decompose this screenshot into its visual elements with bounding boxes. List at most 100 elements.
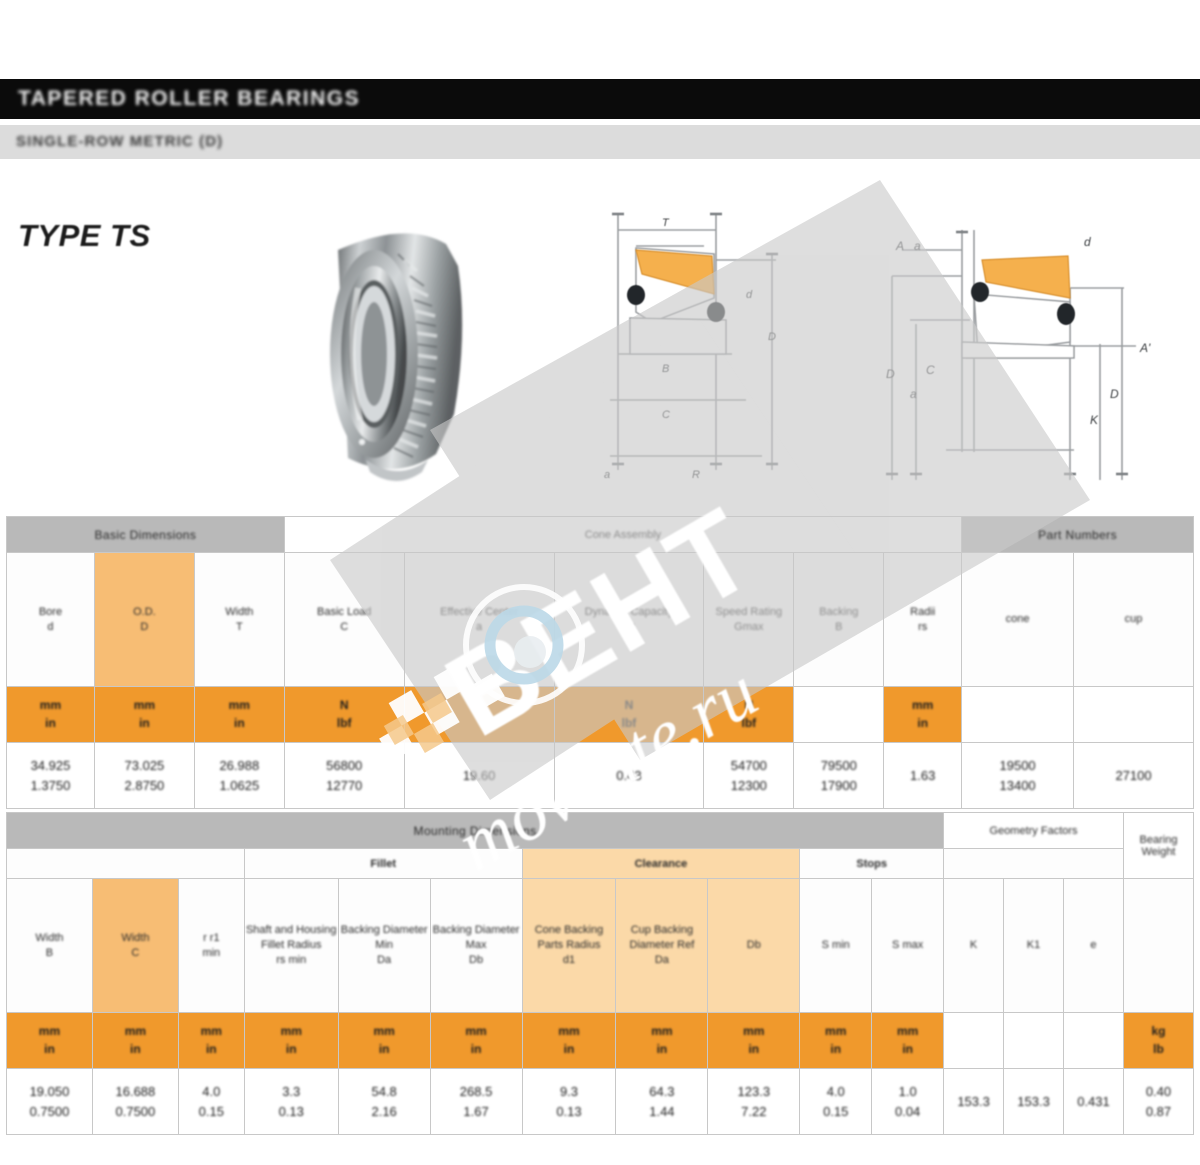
cross-section-diagram-2: A a A' d D a C D K <box>874 202 1200 490</box>
cross-section-diagram-1: T D d B C a R <box>596 202 886 490</box>
cell-stop-a: 4.0 0.15 <box>799 1068 873 1135</box>
col-header-radius-r: r r1 min <box>177 878 245 1013</box>
col-header-stop-a: S min <box>799 878 873 1013</box>
svg-text:K: K <box>1090 413 1099 427</box>
unit-backing-diam-a: mm in <box>337 1012 431 1069</box>
col-header-cup-part: cup <box>1073 552 1194 687</box>
unit-shaft-fillet: mm in <box>243 1012 339 1069</box>
svg-text:a: a <box>604 469 610 481</box>
cell-width-b: 19.050 0.7500 <box>6 1068 93 1135</box>
group-cone-assembly: Cone Assembly <box>283 516 963 553</box>
cell-bearing-weight: 0.40 0.87 <box>1122 1068 1195 1135</box>
table-mounting-subgroup-row: Fillet Clearance Stops <box>6 848 1194 879</box>
cell-backing: 1.63 <box>883 742 963 809</box>
svg-text:D: D <box>768 331 776 343</box>
svg-text:A: A <box>895 239 904 253</box>
col-header-backing-diam-a: Backing Diameter Min Da <box>337 878 431 1013</box>
group-mounting-dimensions: Mounting Dimensions <box>5 812 945 849</box>
unit-radius: mm in <box>883 686 963 743</box>
table-basic-group-row: Basic Dimensions Cone Assembly Part Numb… <box>6 516 1194 553</box>
cell-geom-e: 0.431 <box>1063 1068 1124 1135</box>
group-basic-dimensions: Basic Dimensions <box>6 516 285 553</box>
col-header-geom-e: e <box>1063 878 1124 1013</box>
unit-geom-e <box>1063 1012 1124 1069</box>
group-bearing-weight: Bearing Weight <box>1122 812 1195 879</box>
table-mounting-header-row: Width B Width C r r1 min Shaft and Housi… <box>6 878 1195 1013</box>
cell-clear-cup-a: 64.3 1.44 <box>615 1068 709 1135</box>
svg-text:A': A' <box>1139 341 1151 355</box>
subgroup-blank-right <box>943 848 1124 879</box>
cell-effective-center: 19.60 <box>403 742 555 809</box>
cell-outside-diameter: 73.025 2.8750 <box>93 742 195 809</box>
cell-geom-k1: 153.3 <box>1003 1068 1065 1135</box>
subgroup-fillet: Fillet <box>243 848 523 879</box>
table-mounting-group-row: Mounting Dimensions Geometry Factors Bea… <box>5 812 1195 879</box>
cell-backing-diam-a: 54.8 2.16 <box>337 1068 431 1135</box>
col-header-effective-center: Effective Center a <box>403 552 555 687</box>
basic-dimensions-table: Basic Dimensions Cone Assembly Part Numb… <box>6 516 1194 809</box>
subgroup-clearance: Clearance <box>521 848 801 879</box>
subheader-bar-edge <box>1164 125 1200 159</box>
unit-stop-a: mm in <box>799 1012 873 1069</box>
svg-text:d: d <box>1084 235 1091 249</box>
unit-width: mm in <box>193 686 285 743</box>
col-header-clear-cup-b: Db <box>707 878 801 1013</box>
unit-clear-cup-a: mm in <box>615 1012 709 1069</box>
col-header-width: Width T <box>193 552 285 687</box>
page-subtitle: SINGLE-ROW METRIC (D) <box>16 133 224 150</box>
col-header-shaft-fillet: Shaft and Housing Fillet Radius rs min <box>243 878 339 1013</box>
page-header-bar: TAPERED ROLLER BEARINGS <box>0 79 1200 119</box>
header-bar-edge <box>1164 79 1200 119</box>
cell-radius-r: 4.0 0.15 <box>177 1068 245 1135</box>
col-header-geom-k1: K1 <box>1003 878 1065 1013</box>
unit-outside-diameter: mm in <box>93 686 195 743</box>
col-header-speed-rating: Speed Rating Gmax <box>703 552 795 687</box>
cell-dynamic-capacity: 54700 12300 <box>703 742 795 809</box>
table-row: 34.925 1.3750 73.025 2.8750 26.988 1.062… <box>6 742 1194 809</box>
unit-bearing-weight: kg lb <box>1122 1012 1195 1069</box>
unit-bore: mm in <box>6 686 95 743</box>
cell-factor-e: 0.43 <box>553 742 705 809</box>
cell-bore: 34.925 1.3750 <box>6 742 95 809</box>
unit-dynamic-capacity: N lbf <box>553 686 705 743</box>
unit-cup-part <box>1073 686 1194 743</box>
svg-text:R: R <box>692 469 700 481</box>
cell-width-c: 16.688 0.7500 <box>91 1068 179 1135</box>
cell-clear-cone: 9.3 0.13 <box>521 1068 617 1135</box>
svg-text:C: C <box>926 363 935 377</box>
unit-stop-b: mm in <box>871 1012 945 1069</box>
unit-geom-k <box>943 1012 1005 1069</box>
unit-geom-k1 <box>1003 1012 1065 1069</box>
svg-text:a: a <box>914 239 921 253</box>
cell-shaft-fillet: 3.3 0.13 <box>243 1068 339 1135</box>
col-header-backing: Backing B <box>793 552 885 687</box>
unit-clear-cup-b: mm in <box>707 1012 801 1069</box>
col-header-bore: Bore d <box>6 552 95 687</box>
subgroup-stops: Stops <box>799 848 945 879</box>
subgroup-blank-left <box>6 848 245 879</box>
unit-cone-part <box>961 686 1075 743</box>
unit-backing <box>793 686 885 743</box>
unit-speed-rating: N lbf <box>703 686 795 743</box>
cell-basic-load: 56800 12770 <box>283 742 405 809</box>
cell-stop-b: 1.0 0.04 <box>871 1068 945 1135</box>
col-header-stop-b: S max <box>871 878 945 1013</box>
svg-text:a: a <box>910 387 917 401</box>
unit-backing-diam-b: mm in <box>429 1012 523 1069</box>
col-header-width-c: Width C <box>91 878 179 1013</box>
table-row: 19.050 0.7500 16.688 0.7500 4.0 0.15 3.3… <box>6 1068 1195 1135</box>
cell-backing-diam-b: 268.5 1.67 <box>429 1068 523 1135</box>
bearing-type-label: TYPE TS <box>18 218 151 253</box>
unit-width-c: mm in <box>91 1012 179 1069</box>
cell-width: 26.988 1.0625 <box>193 742 285 809</box>
svg-text:d: d <box>746 289 753 301</box>
svg-text:D: D <box>886 367 895 381</box>
tapered-roller-bearing-photo <box>286 214 486 486</box>
table-basic-unit-row: mm in mm in mm in N lbf <box>6 686 1194 743</box>
unit-radius-r: mm in <box>177 1012 245 1069</box>
unit-effective-center <box>403 686 555 743</box>
cell-geom-k: 153.3 <box>943 1068 1005 1135</box>
page-subheader-bar: SINGLE-ROW METRIC (D) <box>0 125 1200 159</box>
col-header-clear-cone: Cone Backing Parts Radius d1 <box>521 878 617 1013</box>
